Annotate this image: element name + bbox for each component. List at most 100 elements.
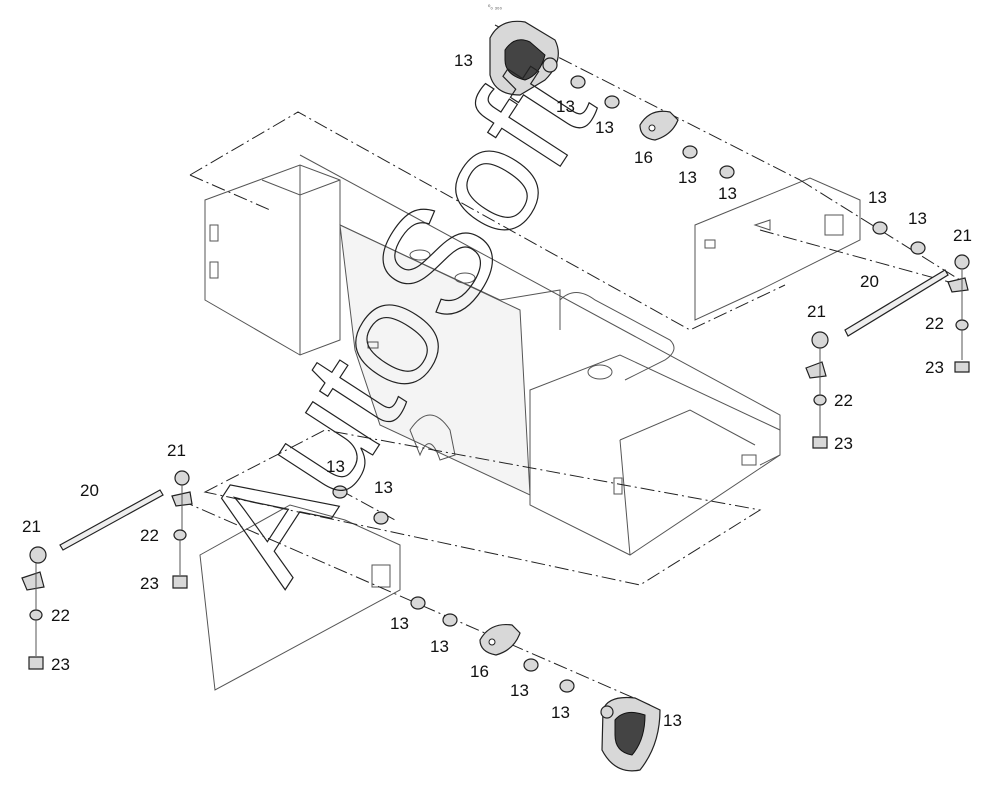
- dashline-bottom-frame: [203, 429, 762, 586]
- right-rod: [844, 269, 949, 337]
- top-nut-2: [719, 165, 735, 179]
- bottom-latch-hole: [488, 638, 496, 646]
- left-box-slot-top: [209, 224, 219, 242]
- dashline-bottom-hardware: [179, 499, 651, 706]
- callout-label: 13: [678, 168, 697, 187]
- callout-label: 13: [718, 184, 737, 203]
- right-rod-leaders: [819, 270, 963, 436]
- callout-label: 21: [22, 517, 41, 536]
- top-handle-knob: [542, 57, 558, 73]
- left-cover-plate: [199, 504, 401, 691]
- callout-label: 20: [80, 481, 99, 500]
- left-rod: [59, 489, 164, 551]
- corner-mark: ⁰₀ ₃₀₀: [488, 4, 502, 11]
- right-rod-end-top: [954, 254, 970, 270]
- right-cover-tab: [753, 219, 771, 231]
- left-rod-end-bottom: [29, 546, 47, 564]
- callout-label: 21: [167, 441, 186, 460]
- bottom-washer-2: [523, 658, 539, 672]
- callout-label: 13: [908, 209, 927, 228]
- plate-hole-2: [454, 272, 476, 284]
- top-latch-plate: [639, 110, 679, 141]
- right-nut: [910, 241, 926, 255]
- dashline-right-hardware: [799, 179, 961, 281]
- callout-label: 21: [807, 302, 826, 321]
- mid-washer: [373, 511, 389, 525]
- callout-label: 22: [834, 391, 853, 410]
- bottom-washer-1: [442, 613, 458, 627]
- callout-label: 13: [326, 457, 345, 476]
- callout-label: 22: [140, 526, 159, 545]
- top-latch-hole: [648, 124, 656, 132]
- right-box: [529, 354, 781, 556]
- right-box-edge: [619, 439, 631, 556]
- left-washer-top: [173, 529, 187, 541]
- left-rod-end-top: [174, 470, 190, 486]
- top-nut-1: [570, 75, 586, 89]
- plate-slot: [367, 341, 379, 349]
- right-rod-tab-top: [947, 277, 969, 293]
- callout-label: 22: [925, 314, 944, 333]
- right-cover: [694, 177, 861, 321]
- bottom-handle-knob: [600, 705, 614, 719]
- loop-handle: [559, 292, 675, 381]
- plate-hole-1: [409, 249, 431, 261]
- bottom-latch-plate: [479, 623, 521, 656]
- callout-label: 13: [556, 97, 575, 116]
- callout-label: 23: [834, 434, 853, 453]
- callout-label: 21: [953, 226, 972, 245]
- left-washer-bottom: [29, 609, 43, 621]
- top-washer-2: [682, 145, 698, 159]
- callout-label: 13: [510, 681, 529, 700]
- callout-label: 13: [430, 637, 449, 656]
- left-locknut-bottom: [28, 656, 44, 670]
- right-cover-slot: [704, 239, 716, 249]
- dashline-top-left: [189, 174, 271, 211]
- mid-hardware: [332, 485, 389, 525]
- watermark: AutoSoft: [171, 33, 625, 607]
- callout-label: 23: [140, 574, 159, 593]
- bottom-handle-core: [614, 711, 646, 756]
- left-cover-window: [371, 564, 391, 588]
- callout-label: 13: [390, 614, 409, 633]
- callout-label: 13: [374, 478, 393, 497]
- left-rod-leaders: [35, 485, 183, 656]
- callout-label: 13: [595, 118, 614, 137]
- mid-nut: [332, 485, 348, 499]
- right-cover-window: [824, 214, 844, 236]
- plate-hole-3: [587, 364, 613, 380]
- top-handle-assembly: [489, 20, 926, 255]
- bottom-nut-2: [559, 679, 575, 693]
- plate-bracket: [499, 289, 561, 330]
- main-frame: [204, 154, 781, 556]
- top-washer-1: [604, 95, 620, 109]
- callouts: 13 13 13 16 13 13 13 13 21 20 21 22 23 2…: [22, 51, 972, 730]
- bottom-handle-assembly: [410, 596, 661, 772]
- left-box-slot-bottom: [209, 261, 219, 279]
- left-box-top: [261, 179, 341, 196]
- callout-label: 13: [454, 51, 473, 70]
- right-locknut-bottom: [812, 436, 828, 449]
- center-plate: [339, 224, 531, 496]
- callout-label: 20: [860, 272, 879, 291]
- left-cover: [199, 504, 401, 691]
- callout-label: 23: [51, 655, 70, 674]
- right-washer-bottom: [813, 394, 827, 406]
- callout-label: 16: [634, 148, 653, 167]
- callout-label: 23: [925, 358, 944, 377]
- dashline-top-frame: [189, 111, 786, 331]
- left-locknut-top: [172, 575, 188, 589]
- right-washer-top: [955, 319, 969, 331]
- callout-label: 13: [551, 703, 570, 722]
- dashline-right-rod: [759, 229, 961, 286]
- callout-label: 13: [868, 188, 887, 207]
- right-locknut-top: [954, 361, 970, 373]
- bottom-nut-1: [410, 596, 426, 610]
- left-rod-tab-bottom: [21, 571, 45, 591]
- right-rod-assembly: [805, 254, 970, 449]
- top-handle-core: [504, 39, 546, 81]
- right-washer: [872, 221, 888, 235]
- inner-arch: [409, 414, 456, 461]
